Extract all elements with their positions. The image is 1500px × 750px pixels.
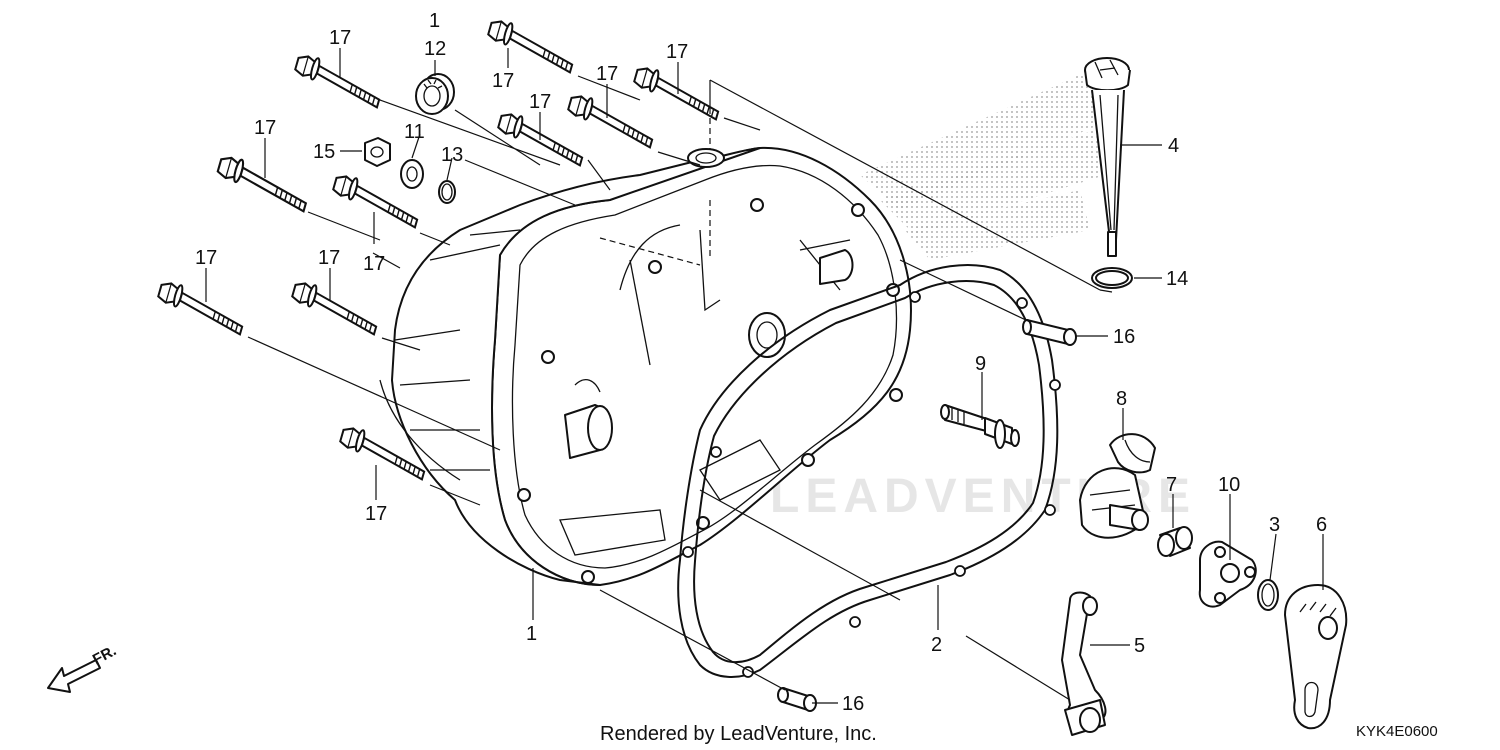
nut-15 xyxy=(364,137,391,167)
callout-17-i: 17 xyxy=(318,247,340,269)
oil-seal-12 xyxy=(415,73,455,115)
callout-17-d: 17 xyxy=(666,41,688,63)
callout-11: 11 xyxy=(404,121,425,143)
bolt-17-b xyxy=(483,17,580,74)
callout-3: 3 xyxy=(1269,514,1280,536)
callout-6: 6 xyxy=(1316,514,1327,536)
callout-5: 5 xyxy=(1134,635,1145,657)
bolt-17-a xyxy=(290,52,387,109)
callout-17-f: 17 xyxy=(254,117,276,139)
cover-gasket xyxy=(677,264,1061,678)
callout-17-g: 17 xyxy=(363,253,385,275)
callout-9: 9 xyxy=(975,353,986,375)
callout-13: 13 xyxy=(441,144,463,166)
front-direction-arrow: FR. xyxy=(47,642,119,693)
callout-17-c: 17 xyxy=(596,63,618,85)
diagram-code: KYK4E0600 xyxy=(1356,723,1438,740)
callout-10: 10 xyxy=(1218,474,1240,496)
lifter-plate-10 xyxy=(1198,540,1257,608)
lifter-arm-6 xyxy=(1284,584,1348,730)
callout-1-bottom: 1 xyxy=(526,623,537,645)
right-crankcase-cover xyxy=(379,146,912,586)
callout-16-lower: 16 xyxy=(842,693,864,715)
bolt-17-i xyxy=(287,279,384,336)
bushing-7 xyxy=(1157,526,1193,557)
callout-1-top: 1 xyxy=(429,10,440,32)
stud-bolt-9 xyxy=(940,404,1020,449)
callout-labels: 1 12 11 13 15 4 14 16 9 8 7 10 3 6 5 2 1… xyxy=(195,10,1327,715)
clutch-lifter-8 xyxy=(1079,433,1156,539)
leader-lines xyxy=(205,48,1324,704)
o-ring-3 xyxy=(1257,579,1279,611)
callout-16-upper: 16 xyxy=(1113,326,1135,348)
o-ring-13 xyxy=(438,180,456,204)
washer-11 xyxy=(400,159,424,189)
callout-17-b: 17 xyxy=(492,70,514,92)
oil-filler-cap-dipstick xyxy=(1084,57,1131,257)
callout-17-e: 17 xyxy=(529,91,551,113)
lifter-lever-5 xyxy=(1061,591,1107,736)
callout-17-j: 17 xyxy=(365,503,387,525)
bolt-17-f xyxy=(212,153,314,213)
bolt-17-c xyxy=(563,92,660,149)
callout-2: 2 xyxy=(931,634,942,656)
callout-17-h: 17 xyxy=(195,247,217,269)
dipstick-o-ring xyxy=(1091,267,1133,289)
callout-14: 14 xyxy=(1166,268,1188,290)
credit-text: Rendered by LeadVenture, Inc. xyxy=(600,723,877,745)
callout-17-a: 17 xyxy=(329,27,351,49)
bolt-17-e xyxy=(493,110,590,167)
bolt-17-h xyxy=(153,279,250,336)
callout-4: 4 xyxy=(1168,135,1179,157)
callout-15: 15 xyxy=(313,141,335,163)
callout-7: 7 xyxy=(1166,474,1177,496)
callout-12: 12 xyxy=(424,38,446,60)
callout-8: 8 xyxy=(1116,388,1127,410)
dowel-pin-lower xyxy=(777,687,817,712)
dowel-pin-upper xyxy=(1022,319,1077,346)
